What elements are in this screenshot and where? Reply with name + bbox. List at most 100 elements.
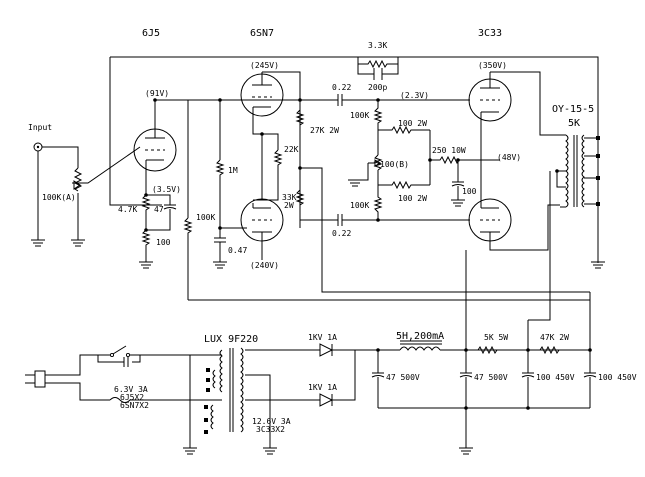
diode-2 xyxy=(319,393,334,407)
r-3k3-label: 3.3K xyxy=(368,41,387,50)
pot-balance[interactable] xyxy=(373,154,383,171)
r-100k-g2 xyxy=(373,170,383,220)
c-100 xyxy=(451,160,465,187)
r-100k-tail xyxy=(183,217,193,300)
input-label: Input xyxy=(28,123,52,132)
c-psu4 xyxy=(583,292,597,408)
c-psu1-label: 47 500V xyxy=(386,373,420,382)
c-022-bot-label: 0.22 xyxy=(332,229,351,238)
ground-icon xyxy=(451,186,465,207)
heater-2-voltage: 12.6V 3A xyxy=(252,417,291,426)
c-psu4-label: 100 450V xyxy=(598,373,637,382)
r-4k7 xyxy=(141,194,151,230)
tube-label-6sn7: 6SN7 xyxy=(250,28,274,39)
power-transformer xyxy=(183,347,244,455)
heater-2-tube: 3C33X2 xyxy=(256,425,285,434)
r-250-label: 250 10W xyxy=(432,146,466,155)
c-psu2-label: 47 500V xyxy=(474,373,508,382)
diode-1 xyxy=(319,343,334,357)
ptx-label: LUX 9F220 xyxy=(204,334,258,345)
v1-plate-voltage: (91V) xyxy=(145,89,169,98)
ground-icon xyxy=(71,239,85,247)
r-100-2w-b-label: 100 2W xyxy=(398,194,427,203)
r-33k-label-b: 2W xyxy=(284,201,294,210)
v3-grid-voltage: (2.3V) xyxy=(400,91,429,100)
c-47-cathode xyxy=(163,204,177,210)
r-5k xyxy=(477,345,498,355)
r-5k-label: 5K 5W xyxy=(484,333,508,342)
r-33k xyxy=(295,189,305,206)
r-100k-g1-label: 100K xyxy=(350,111,369,120)
r-100-2w-a-label: 100 2W xyxy=(398,119,427,128)
r-33k-label-a: 33K xyxy=(282,193,297,202)
r-3k3 xyxy=(357,57,399,69)
feedback-wire xyxy=(110,56,599,263)
r-27k xyxy=(295,109,305,126)
diode-2-label: 1KV 1A xyxy=(308,383,337,392)
r-1m-label: 1M xyxy=(228,166,238,175)
tube-label-6j5: 6J5 xyxy=(142,28,160,39)
c-psu3 xyxy=(521,350,535,408)
r-100k-g1 xyxy=(373,100,383,155)
output-transformer xyxy=(555,134,600,208)
input-pot[interactable] xyxy=(73,167,83,192)
c-psu1 xyxy=(371,350,385,408)
r-27k-label: 27K 2W xyxy=(310,126,339,135)
choke xyxy=(399,346,441,351)
r-100k-g2-label: 100K xyxy=(350,201,369,210)
ground-icon xyxy=(245,374,277,455)
c-psu3-label: 100 450V xyxy=(536,373,575,382)
c-47-label: 47 xyxy=(154,205,164,214)
diode-1-label: 1KV 1A xyxy=(308,333,337,342)
v1-cathode xyxy=(145,159,164,165)
heater-1-voltage: 6.3V 3A xyxy=(114,385,148,394)
v2-lower-plate-voltage: (240V) xyxy=(250,261,279,270)
r-100-cathode xyxy=(141,229,151,262)
heater-1-tube-b: 6SN7X2 xyxy=(120,401,149,410)
ground-icon xyxy=(591,204,605,269)
c-047 xyxy=(214,228,226,243)
input-pot-label: 100K(A) xyxy=(42,193,76,202)
fuse xyxy=(109,397,200,403)
ground-icon xyxy=(213,242,227,269)
v3-cathode-voltage: (48V) xyxy=(497,153,521,162)
c-200p-label: 200p xyxy=(368,83,387,92)
r-100-2w-b xyxy=(378,180,430,190)
r-100-2w-a xyxy=(378,125,430,135)
choke-label: 5H,200mA xyxy=(396,331,444,342)
r-22k-label: 22K xyxy=(284,145,299,154)
v2-upper-plate-voltage: (245V) xyxy=(250,61,279,70)
c-psu2 xyxy=(459,350,473,448)
heater-1-tube-a: 6J5X2 xyxy=(120,393,144,402)
c-022-top-label: 0.22 xyxy=(332,83,351,92)
pot-balance-label: 100(B) xyxy=(380,160,409,169)
feedback-to-cathode xyxy=(109,57,162,206)
r-47k-label: 47K 2W xyxy=(540,333,569,342)
b-plus-line-2 xyxy=(300,167,590,293)
r-1m xyxy=(215,159,225,228)
ground-icon xyxy=(139,261,153,269)
v3-upper-plate-voltage: (350V) xyxy=(478,61,507,70)
c-100-label: 100 xyxy=(462,187,477,196)
otx-impedance: 5K xyxy=(568,118,580,129)
power-switch[interactable] xyxy=(112,345,127,355)
ground-icon xyxy=(31,239,45,247)
r-22k xyxy=(273,149,283,182)
r-250 xyxy=(430,155,470,165)
r-47k xyxy=(539,345,560,355)
c-022-bot xyxy=(337,214,343,226)
r-100-label: 100 xyxy=(156,238,171,247)
pot-wiper-wire xyxy=(72,146,141,184)
ground-icon xyxy=(459,447,473,455)
v1-cathode-voltage: (3.5V) xyxy=(152,185,181,194)
r-100k-tail-label: 100K xyxy=(196,213,215,222)
ground-icon xyxy=(348,163,369,187)
c-047-label: 0.47 xyxy=(228,246,247,255)
c-200p xyxy=(373,68,383,80)
tube-label-3c33: 3C33 xyxy=(478,28,502,39)
c-022-top xyxy=(337,94,343,106)
mains-plug xyxy=(34,370,46,388)
input-wire xyxy=(42,146,79,168)
otx-model: OY-15-5 xyxy=(552,104,594,115)
